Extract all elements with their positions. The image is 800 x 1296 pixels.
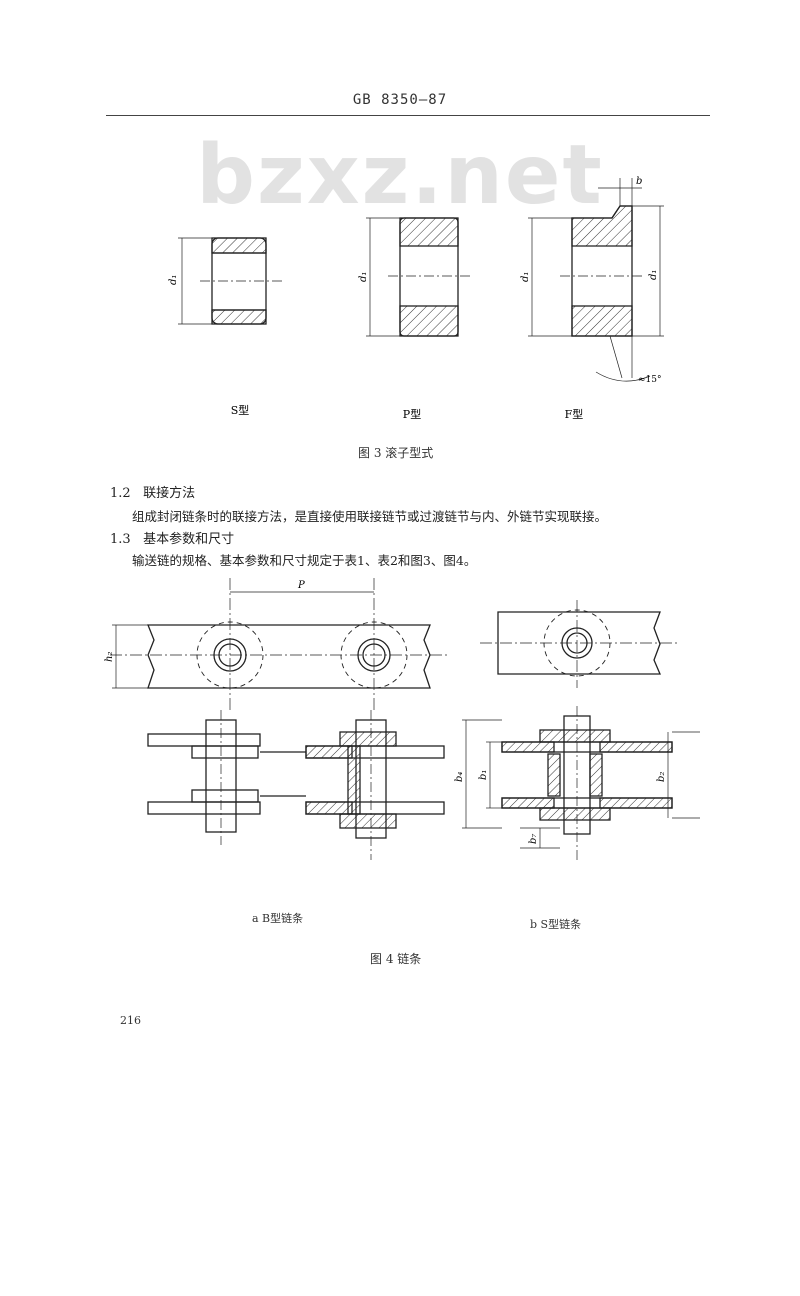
label-p-type: P型 [403, 407, 421, 421]
section-title: 联接方法 [143, 486, 196, 501]
section-1-3-heading: 1.3 基本参数和尺寸 [110, 528, 234, 547]
dim-b2: b₂ [656, 772, 667, 782]
dim-b1: b₁ [478, 770, 489, 780]
dim-b-f: b [636, 176, 642, 187]
dim-b4: b₄ [454, 772, 465, 782]
roller-s-type [178, 237, 282, 325]
dim-b7: b₇ [528, 834, 539, 844]
dim-h2: h₂ [104, 652, 115, 662]
figure-3-caption: 图 3 滚子型式 [358, 446, 434, 460]
dim-p: P [297, 580, 305, 591]
section-number: 1.2 [110, 486, 131, 501]
dim-d1-f-right: d₁ [648, 270, 659, 280]
section-number: 1.3 [110, 532, 131, 547]
s-type-top-view [480, 600, 680, 688]
section-title: 基本参数和尺寸 [143, 532, 235, 547]
b-type-section-view [147, 710, 445, 860]
section-1-2-text: 组成封闭链条时的联接方法，是直接使用联接链节或过渡链节与内、外链节实现联接。 [132, 509, 608, 524]
label-f-type: F型 [565, 407, 584, 421]
section-1-3-text: 输送链的规格、基本参数和尺寸规定于表1、表2和图3、图4。 [132, 553, 477, 568]
header-rule [106, 115, 710, 116]
s-type-section-view [462, 706, 700, 860]
dim-d1-f-left: d₁ [520, 272, 531, 282]
page-header: GB 8350—87 [352, 92, 448, 108]
section-1-2-heading: 1.2 联接方法 [110, 482, 195, 501]
roller-p-type [366, 217, 470, 337]
page-number: 216 [120, 1014, 141, 1027]
figure-4b-label: b S型链条 [530, 918, 582, 931]
dim-d1-s: d₁ [168, 275, 179, 285]
b-type-top-view [110, 578, 450, 710]
dim-angle-f: ≈15° [638, 375, 662, 385]
figure-4-chains: P h₂ [104, 578, 700, 860]
label-s-type: S型 [231, 403, 250, 417]
figure-4-caption: 图 4 链条 [370, 952, 422, 966]
figure-4a-label: a B型链条 [252, 912, 304, 925]
figure-3-rollers: d₁ d₁ d₁ d₁ b ≈15° S型 P型 F型 [168, 176, 664, 421]
dim-d1-p: d₁ [358, 272, 369, 282]
watermark: bzxz.net [196, 128, 604, 223]
roller-f-type [528, 178, 664, 382]
